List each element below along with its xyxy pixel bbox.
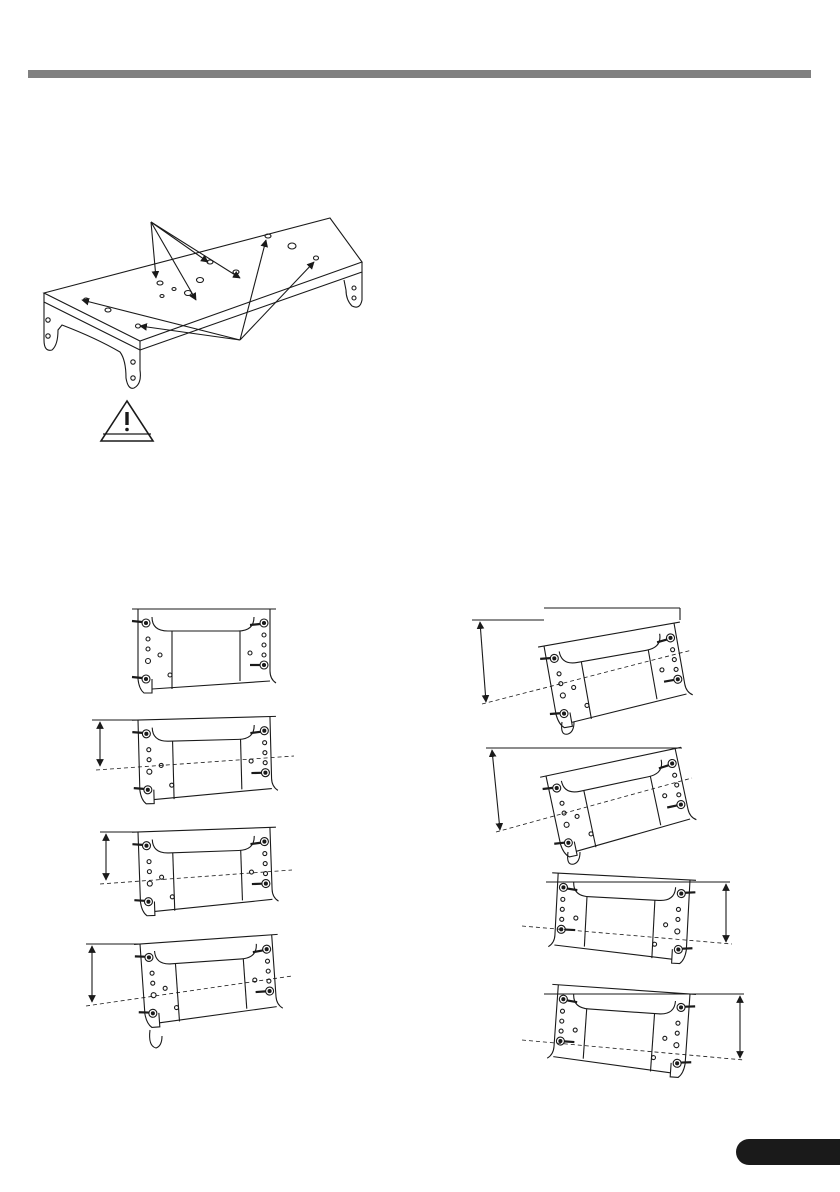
right-angle-diagram-1 xyxy=(472,608,694,734)
right-angle-diagram-2 xyxy=(486,747,698,864)
page-number-tab xyxy=(736,1139,840,1165)
left-angle-diagram-2 xyxy=(92,716,294,804)
left-angle-diagram-1 xyxy=(132,609,276,693)
warning-triangle-icon xyxy=(101,401,153,441)
left-angle-diagram-4 xyxy=(86,934,292,1048)
left-angle-diagram-3 xyxy=(100,827,292,916)
right-angle-diagram-3 xyxy=(522,873,732,964)
rigging-plate-illustration xyxy=(44,218,362,388)
right-angle-diagram-4 xyxy=(522,984,744,1078)
